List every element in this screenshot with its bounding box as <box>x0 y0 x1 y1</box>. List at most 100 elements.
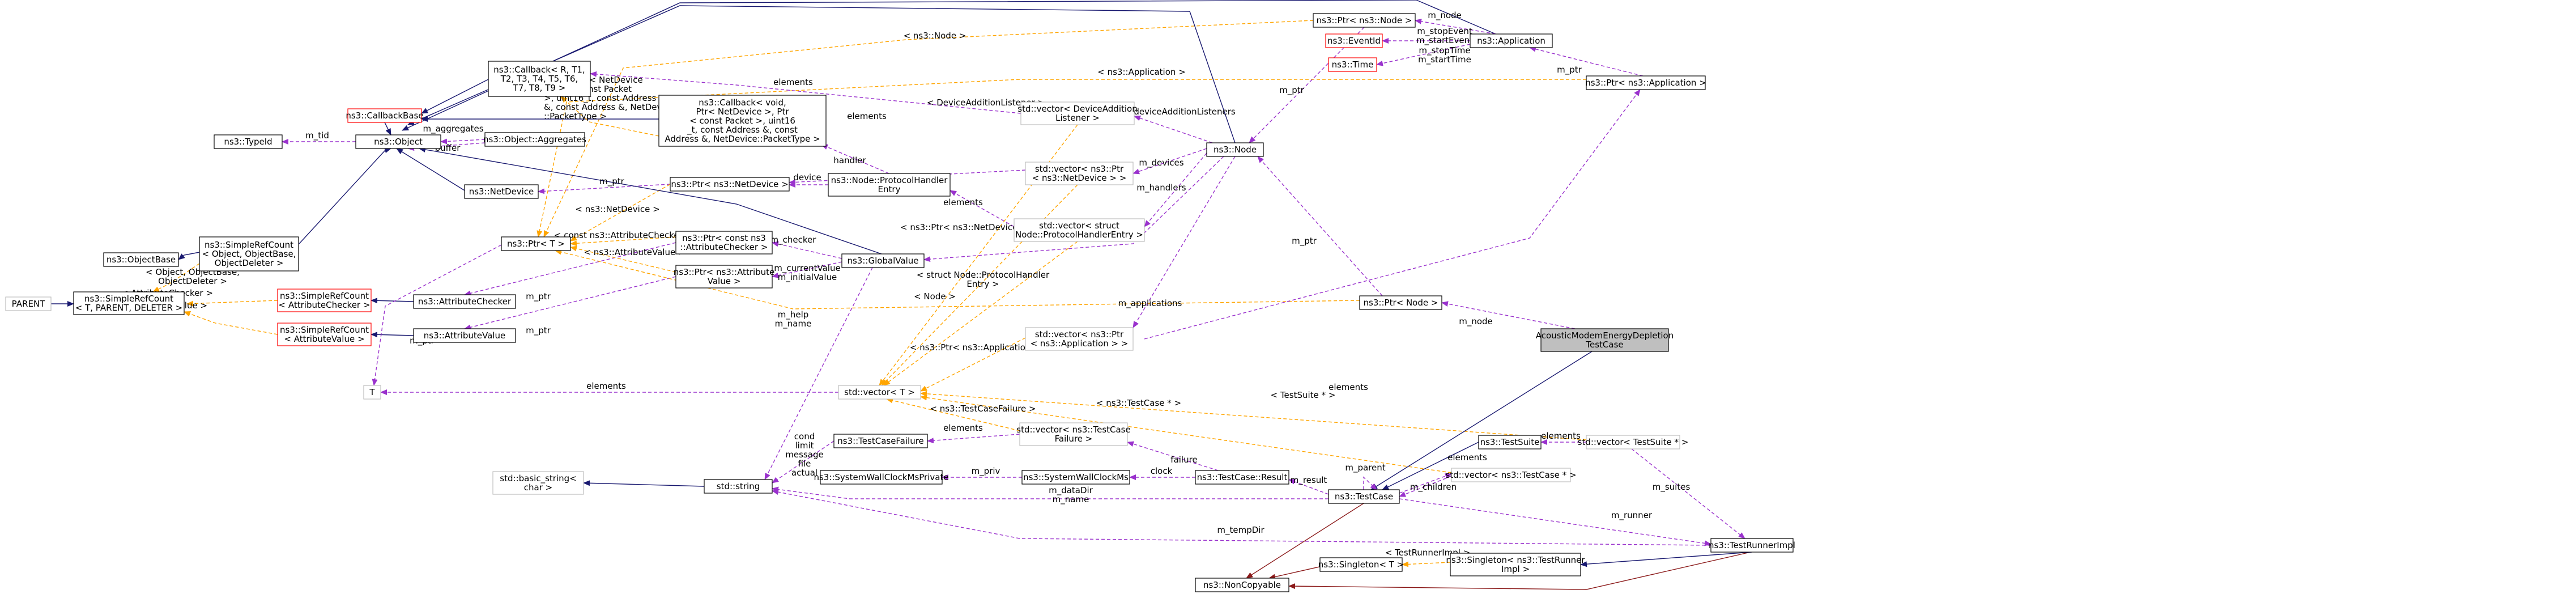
edge-tpl-ac <box>570 236 676 247</box>
node-ptr-const-attrchecker[interactable]: ns3::Ptr< const ns3::AttributeChecker > <box>675 231 773 255</box>
node-objectaggregates[interactable]: ns3::Object::Aggregates <box>483 132 586 147</box>
node-vec-ptr-netdevice: std::vector< ns3::Ptr< ns3::NetDevice > … <box>1025 162 1134 185</box>
edge-label-elements-tcf: elements <box>943 423 983 433</box>
edge-srobj <box>152 263 200 292</box>
node-objectbase[interactable]: ns3::ObjectBase <box>103 252 179 267</box>
node-noncopyable[interactable]: ns3::NonCopyable <box>1195 578 1289 592</box>
edge-mnode <box>1415 18 1496 35</box>
node-systemwallclockms[interactable]: ns3::SystemWallClockMs <box>1021 470 1130 485</box>
edge-cb-elem <box>590 71 1021 114</box>
node-sr-attrvalue[interactable]: ns3::SimpleRefCount< AttributeValue > <box>277 323 372 346</box>
node-callbackbase[interactable]: ns3::CallbackBase <box>346 108 424 123</box>
edge-label-m-children: m_children <box>1410 482 1457 493</box>
node-callback-generic[interactable]: ns3::Callback< R, T1,T2, T3, T4, T5, T6,… <box>488 61 591 97</box>
node-label: std::string <box>717 481 760 491</box>
edge-cbbase <box>421 79 489 114</box>
edge-label-tpl-testcase-ptr: < ns3::TestCase * > <box>1096 398 1181 408</box>
node-label: ns3::Time <box>1332 60 1374 70</box>
node-time[interactable]: ns3::Time <box>1328 57 1377 72</box>
node-label: ns3::Node <box>1214 145 1257 155</box>
edge-label-elements-app: elements <box>1329 382 1368 392</box>
node-label: ns3::SimpleRefCount< AttributeValue > <box>280 325 369 344</box>
node-box <box>1319 557 1403 572</box>
node-label: ns3::TestRunnerImpl <box>1709 540 1795 550</box>
node-vec-t: std::vector< T > <box>838 385 921 400</box>
edge-tcf-elem <box>927 434 1020 444</box>
node-string[interactable]: std::string <box>704 479 773 494</box>
node-eventid[interactable]: ns3::EventId <box>1325 33 1383 48</box>
node-sr-attrchecker[interactable]: ns3::SimpleRefCount< AttributeChecker > <box>277 289 372 312</box>
edge-label-device: device <box>793 172 821 183</box>
edge-ptrnode-m <box>1257 156 1383 296</box>
node-ptr-t[interactable]: ns3::Ptr< T > <box>501 236 571 251</box>
edge-av-sr <box>371 332 414 338</box>
edge-label-m-node-acoustic: m_node <box>1459 316 1493 327</box>
node-ptr-node-ns3[interactable]: ns3::Ptr< ns3::Node > <box>1313 13 1416 28</box>
edge-label-tpl-netdevice: < ns3::NetDevice > <box>575 204 659 214</box>
edge-vt-tc <box>920 395 1452 473</box>
node-box <box>670 177 790 192</box>
node-testcase[interactable]: ns3::TestCase <box>1328 489 1400 504</box>
node-box <box>1359 295 1442 310</box>
edge-ptrnd <box>538 184 671 194</box>
node-label: ns3::Object::Aggregates <box>483 134 586 145</box>
edge-label-m-ptr-nd: m_ptr <box>599 176 625 187</box>
edge-label-m-checker: m_checker <box>770 235 817 245</box>
node-globalvalue[interactable]: ns3::GlobalValue <box>841 253 925 268</box>
node-box <box>1710 538 1794 553</box>
node-callback-void[interactable]: ns3::Callback< void,Ptr< NetDevice >, Pt… <box>658 95 827 147</box>
edge-tpl-node <box>555 249 1360 309</box>
node-box <box>492 471 584 495</box>
node-testcasefailure[interactable]: ns3::TestCaseFailure <box>833 434 928 448</box>
node-box <box>1325 33 1383 48</box>
edge-devices <box>1132 148 1207 175</box>
edge-tpl-nd <box>570 184 671 241</box>
node-label: ns3::TestCase <box>1335 491 1393 502</box>
node-ptr-application[interactable]: ns3::Ptr< ns3::Application > <box>1585 75 1706 90</box>
node-ptr-netdevice[interactable]: ns3::Ptr< ns3::NetDevice > <box>670 177 790 192</box>
node-testsuite[interactable]: ns3::TestSuite <box>1478 435 1542 449</box>
node-systemwallclockmsprivate[interactable]: ns3::SystemWallClockMsPrivate <box>814 470 949 485</box>
node-node[interactable]: ns3::Node <box>1206 142 1264 157</box>
node-attributechecker[interactable]: ns3::AttributeChecker <box>413 294 516 309</box>
edge-label-elements-ph: elements <box>943 197 983 207</box>
node-box <box>1020 101 1135 125</box>
edge-ts-inh <box>1382 442 1479 490</box>
node-basic-string: std::basic_string<char > <box>492 471 584 495</box>
edge-label-failure: failure <box>1170 455 1197 465</box>
node-application[interactable]: ns3::Application <box>1470 33 1553 48</box>
node-box <box>658 95 827 147</box>
node-attributevalue[interactable]: ns3::AttributeValue <box>413 328 516 343</box>
node-ptr-node[interactable]: ns3::Ptr< Node > <box>1359 295 1442 310</box>
edge-acou-inh <box>1370 351 1593 490</box>
node-object[interactable]: ns3::Object <box>355 134 441 149</box>
edge-label-m-aggregates: m_aggregates <box>423 124 483 134</box>
node-testcaseresult[interactable]: ns3::TestCase::Result <box>1195 470 1289 485</box>
node-box <box>355 134 441 149</box>
edge-label-handler: handler <box>833 155 866 166</box>
node-testrunnerimpl[interactable]: ns3::TestRunnerImpl <box>1709 538 1795 553</box>
node-typeid[interactable]: ns3::TypeId <box>214 134 283 149</box>
edge-label-clock: clock <box>1151 466 1173 476</box>
node-label: ns3::Object <box>374 137 423 147</box>
edge-cbbase-obj <box>384 122 391 135</box>
node-label: std::basic_string<char > <box>500 473 576 493</box>
node-netdevice[interactable]: ns3::NetDevice <box>464 184 539 199</box>
edge-obj-srobj <box>299 147 391 244</box>
node-simplerefcount-tpl[interactable]: ns3::SimpleRefCount< T, PARENT, DELETER … <box>73 291 185 315</box>
edge-ptr-app <box>1529 46 1643 77</box>
node-simplerefcount-obj[interactable]: ns3::SimpleRefCount< Object, ObjectBase,… <box>199 236 299 272</box>
node-t: T <box>363 385 381 400</box>
node-singleton-t[interactable]: ns3::Singleton< T > <box>1318 557 1404 572</box>
